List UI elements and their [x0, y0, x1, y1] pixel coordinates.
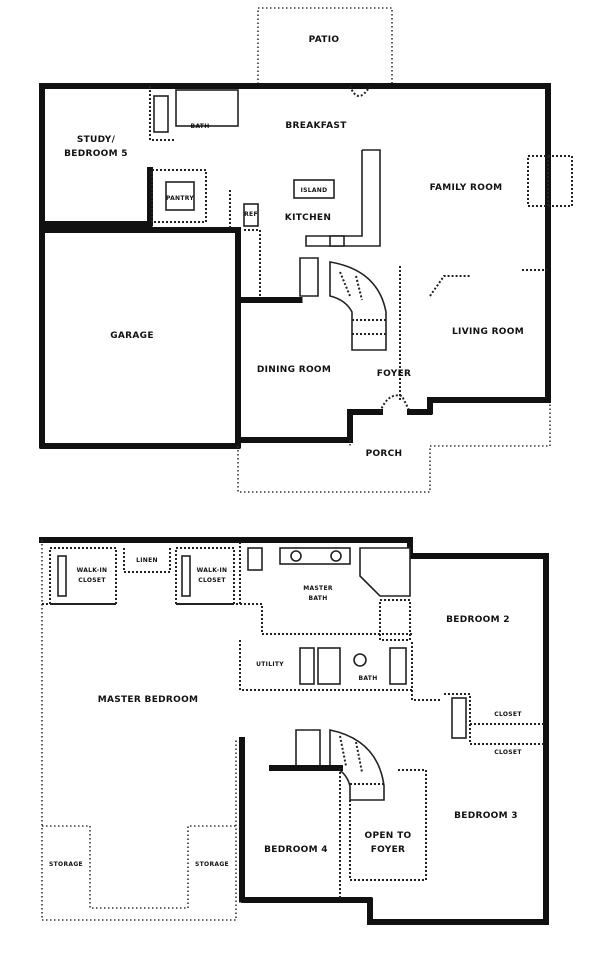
garage-outer-wall: [39, 83, 241, 449]
label-bath: BATH: [190, 123, 209, 130]
linen-closet: [123, 548, 171, 573]
label-hall-bath: BATH: [358, 675, 377, 682]
label-kitchen: KITCHEN: [285, 213, 331, 223]
master-tub: [359, 547, 411, 597]
porch-outline: [237, 402, 551, 493]
foyer-front-wall: [407, 397, 551, 415]
label-linen: LINEN: [136, 557, 158, 564]
bedroom2-wall: [411, 690, 440, 701]
master-bath-wall: [240, 603, 412, 635]
closet-right-shelf: [181, 555, 191, 597]
label-breakfast: BREAKFAST: [285, 121, 347, 131]
fireplace-hearth: [527, 155, 549, 207]
utility-washer: [299, 647, 315, 685]
hall-vanity: [389, 647, 407, 685]
label-closet-a: CLOSET: [494, 711, 522, 718]
label-walk-in-b: WALK-IN: [197, 567, 228, 574]
patio-outline: [257, 7, 393, 87]
kitchen-sink: [329, 235, 345, 247]
label-living-room: LIVING ROOM: [452, 327, 524, 337]
pantry-shelves: [165, 181, 195, 211]
master-toilet: [247, 547, 263, 571]
label-master-bath2: BATH: [308, 595, 327, 602]
label-study: STUDY/: [77, 135, 116, 145]
first-floor-outer-wall: [39, 83, 551, 403]
master-outer-wall: [41, 540, 237, 921]
kitchen-counter: [305, 149, 381, 247]
family-fireplace: [548, 155, 573, 207]
dining-outer-wall: [235, 337, 383, 443]
refrigerator: [243, 203, 259, 227]
label-foyer2: FOYER: [371, 845, 406, 855]
open-to-foyer-rail: [349, 769, 427, 881]
front-door: [379, 394, 411, 413]
label-walk-in-a: WALK-IN: [77, 567, 108, 574]
label-storage-a: STORAGE: [49, 861, 83, 868]
kitchen-wall-left: [244, 229, 261, 296]
closet-shelving: [451, 697, 467, 739]
label-foyer: FOYER: [377, 369, 412, 379]
label-family-room: FAMILY ROOM: [430, 183, 503, 193]
sink-a: [290, 550, 302, 562]
hall-tub: [317, 647, 341, 685]
label-storage-b: STORAGE: [195, 861, 229, 868]
label-master-bath: MASTER: [303, 585, 333, 592]
hall-toilet: [353, 653, 367, 667]
kitchen-island: [293, 179, 335, 199]
label-bedroom4: BEDROOM 4: [264, 845, 328, 855]
label-bedroom5: BEDROOM 5: [64, 149, 128, 159]
label-bedroom2: BEDROOM 2: [446, 615, 510, 625]
closet-left-shelf: [57, 555, 67, 597]
label-pantry: PANTRY: [166, 195, 194, 202]
second-floor-outer-wall: [39, 537, 549, 925]
first-floor-stairs: [299, 257, 387, 351]
label-open-to: OPEN TO: [365, 831, 412, 841]
bath-closet: [153, 95, 169, 133]
second-floor-plan: WALK-IN CLOSET WALK-IN CLOSET LINEN MAST…: [39, 537, 549, 925]
label-garage: GARAGE: [110, 331, 154, 341]
pantry-wall: [151, 169, 207, 223]
sink-b: [330, 550, 342, 562]
label-walk-in-a2: CLOSET: [78, 577, 106, 584]
label-island: ISLAND: [301, 187, 328, 194]
label-ref: REF: [244, 211, 258, 218]
living-room-angled-wall: [429, 275, 470, 297]
walk-in-closet-left: [49, 547, 117, 605]
label-master-bedroom: MASTER BEDROOM: [98, 695, 199, 705]
master-shower: [379, 599, 411, 641]
study-wall: [39, 167, 153, 227]
label-bedroom3: BEDROOM 3: [454, 811, 518, 821]
utility-bath-wall: [239, 640, 413, 691]
label-dining-room: DINING ROOM: [257, 365, 331, 375]
master-bay: [42, 825, 236, 909]
walk-in-closet-right: [175, 547, 235, 605]
first-floor-plan: PATIO BREAKFAST BATH STUDY/ BEDROOM 5 PA…: [39, 7, 573, 493]
bath-wall: [149, 86, 176, 141]
bath-tub: [175, 89, 239, 127]
label-porch: PORCH: [366, 449, 403, 459]
bedroom-closets: [444, 693, 544, 745]
label-walk-in-b2: CLOSET: [198, 577, 226, 584]
label-closet-b: CLOSET: [494, 749, 522, 756]
label-patio: PATIO: [309, 35, 340, 45]
label-utility: UTILITY: [256, 661, 284, 668]
